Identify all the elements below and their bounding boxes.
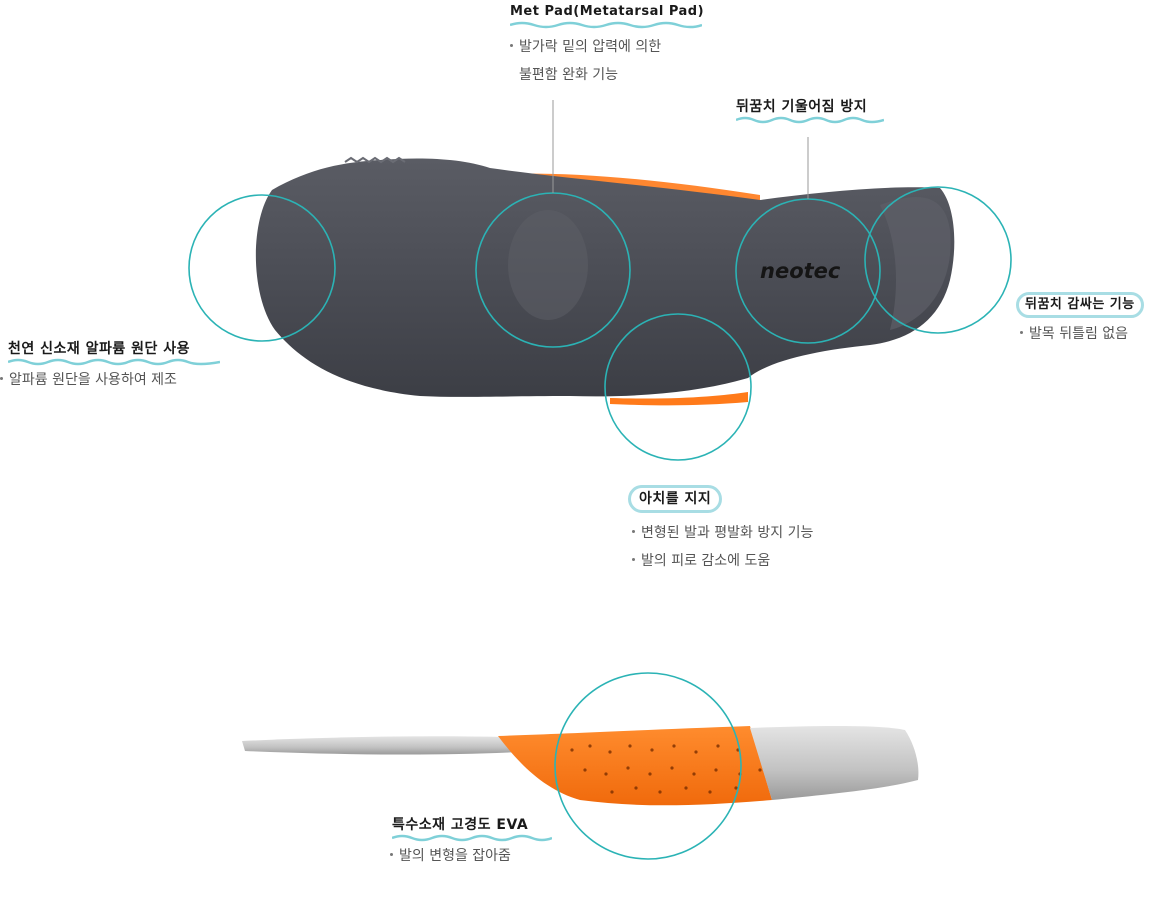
callout-natural-material: 천연 신소재 알파륨 원단 사용 알파륨 원단을 사용하여 제조 <box>0 338 220 394</box>
insole-side-view <box>242 672 919 860</box>
callout-desc-arch-support: 변형된 발과 평발화 방지 기능 발의 피로 감소에 도움 <box>632 519 813 575</box>
callout-circle-arch <box>604 313 752 461</box>
callout-title-natural-material: 천연 신소재 알파륨 원단 사용 <box>8 341 191 357</box>
callout-circle-natural-material <box>188 194 336 342</box>
callout-heel-wrap: 뒤꿈치 감싸는 기능 발목 뒤틀림 없음 <box>1016 292 1144 348</box>
callout-eva: 특수소재 고경도 EVA 발의 변형을 잡아줌 <box>390 814 552 870</box>
callout-desc-natural-material: 알파륨 원단을 사용하여 제조 <box>0 366 220 394</box>
callout-desc-met-pad: 발가락 밑의 압력에 의한 불편함 완화 기능 <box>510 33 704 89</box>
callout-arch-support: 아치를 지지 변형된 발과 평발화 방지 기능 발의 피로 감소에 도움 <box>628 485 813 575</box>
brand-logo: neotec <box>760 259 841 283</box>
insole-top-view <box>255 156 955 406</box>
bullet <box>0 376 3 380</box>
wave-underline <box>510 21 702 29</box>
callout-title-arch-support: 아치를 지지 <box>628 485 723 513</box>
bullet <box>632 557 635 561</box>
bullet <box>632 529 635 533</box>
callout-met-pad: Met Pad(Metatarsal Pad) 발가락 밑의 압력에 의한 불편… <box>510 0 704 89</box>
wave-underline <box>8 358 220 366</box>
callout-circle-eva <box>554 672 742 860</box>
callout-desc-heel-wrap: 발목 뒤틀림 없음 <box>1020 320 1144 348</box>
callout-title-heel-wrap: 뒤꿈치 감싸는 기능 <box>1016 292 1144 318</box>
bullet <box>390 852 393 856</box>
wave-underline <box>392 834 552 842</box>
callout-title-heel-tilt: 뒤꿈치 기울어짐 방지 <box>736 99 868 115</box>
bullet <box>510 43 513 47</box>
bullet <box>1020 330 1023 334</box>
callout-circle-heel-wrap <box>864 186 1012 334</box>
wave-underline <box>736 116 884 124</box>
leader-lines <box>552 100 809 199</box>
callout-desc-eva: 발의 변형을 잡아줌 <box>390 842 552 870</box>
callout-heel-tilt: 뒤꿈치 기울어짐 방지 <box>736 96 884 124</box>
callout-title-met-pad: Met Pad(Metatarsal Pad) <box>510 4 705 19</box>
callout-title-eva: 특수소재 고경도 EVA <box>392 817 529 833</box>
